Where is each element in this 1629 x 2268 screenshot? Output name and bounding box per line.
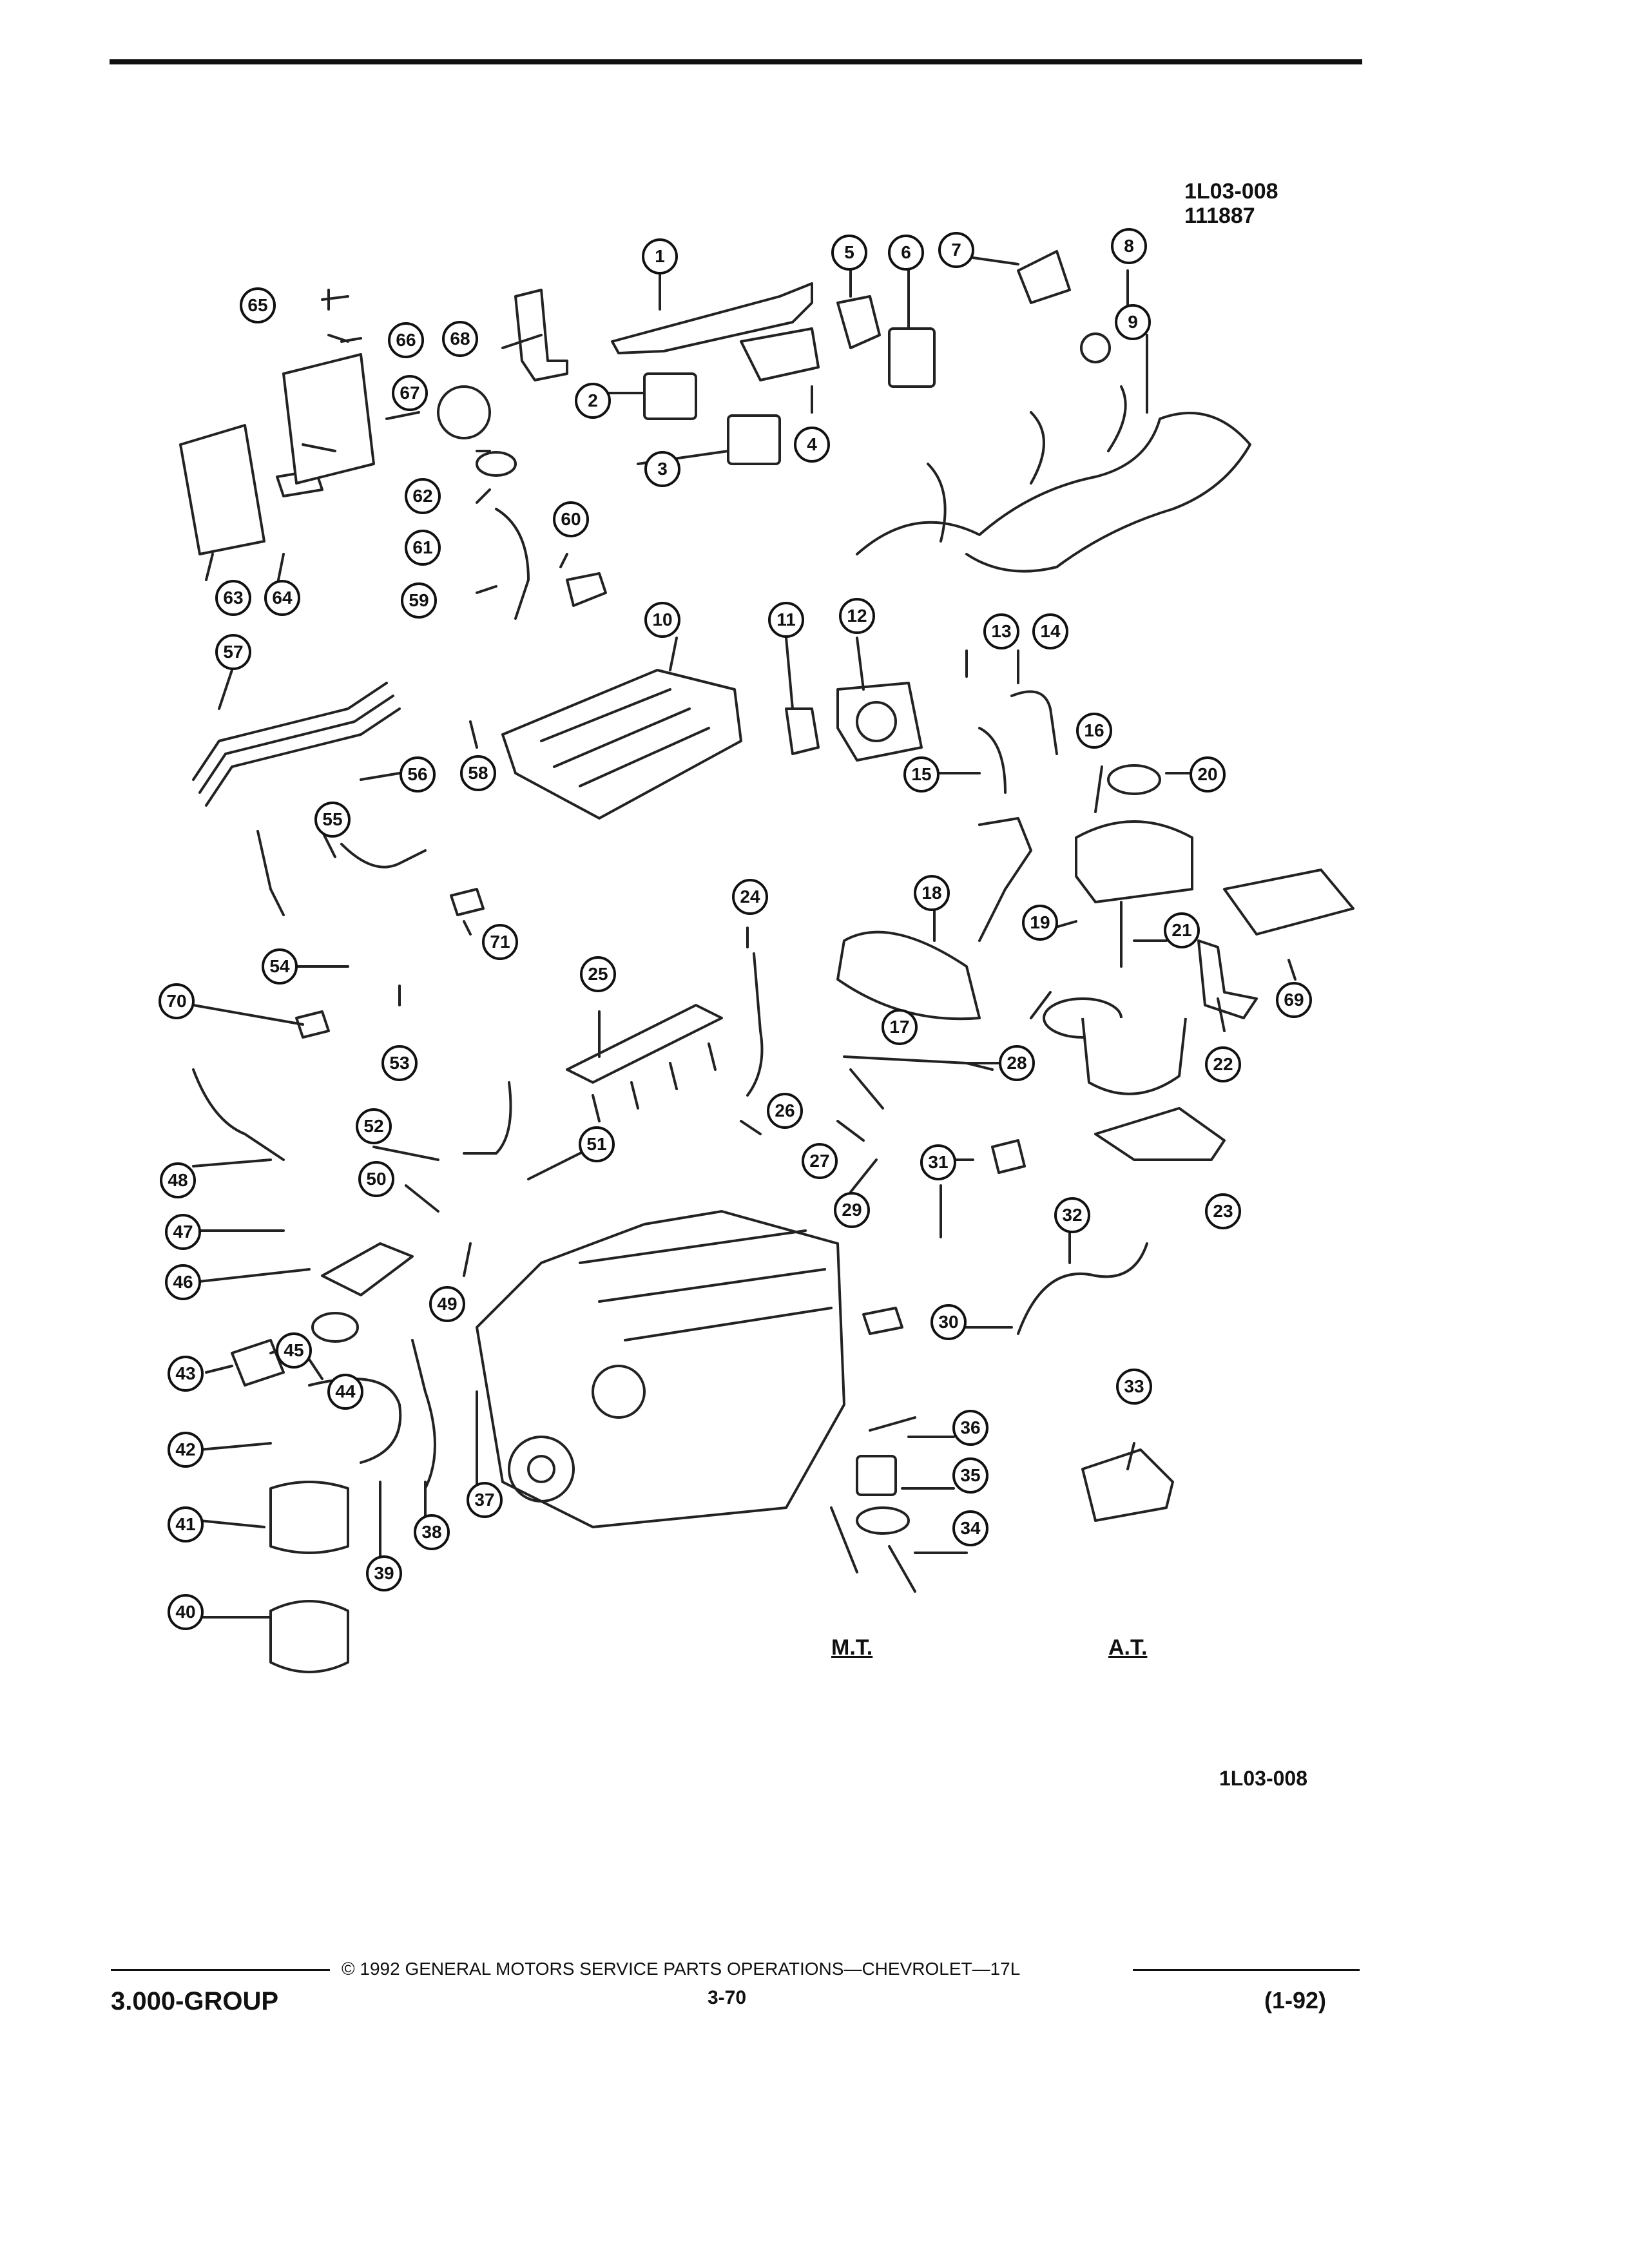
callout-63: 63 bbox=[215, 580, 251, 616]
callout-52: 52 bbox=[356, 1108, 392, 1144]
callout-37: 37 bbox=[467, 1482, 503, 1518]
callout-4: 4 bbox=[794, 427, 830, 463]
callout-24: 24 bbox=[732, 879, 768, 915]
callout-39: 39 bbox=[366, 1555, 402, 1591]
callout-46: 46 bbox=[165, 1264, 201, 1300]
callout-49: 49 bbox=[429, 1286, 465, 1322]
callout-21: 21 bbox=[1164, 912, 1200, 948]
footer-rule-right bbox=[1133, 1969, 1360, 1971]
variant-label-mt: M.T. bbox=[831, 1635, 873, 1660]
variant-label-at: A.T. bbox=[1108, 1635, 1148, 1660]
callout-26: 26 bbox=[767, 1093, 803, 1129]
callout-51: 51 bbox=[579, 1126, 615, 1162]
figure-code-bottom: 1L03-008 bbox=[1219, 1767, 1307, 1790]
footer-revision: (1-92) bbox=[1264, 1987, 1327, 2013]
callout-55: 55 bbox=[314, 802, 351, 838]
callout-12: 12 bbox=[839, 598, 875, 634]
figure-code: 1L03-008 bbox=[1184, 179, 1278, 204]
callout-15: 15 bbox=[903, 756, 940, 793]
callout-16: 16 bbox=[1076, 713, 1112, 749]
callout-22: 22 bbox=[1205, 1046, 1241, 1082]
callout-47: 47 bbox=[165, 1214, 201, 1250]
callout-64: 64 bbox=[264, 580, 300, 616]
callout-57: 57 bbox=[215, 634, 251, 670]
callout-5: 5 bbox=[831, 235, 867, 271]
callout-1: 1 bbox=[642, 238, 678, 274]
callout-7: 7 bbox=[938, 232, 974, 268]
callout-3: 3 bbox=[644, 451, 680, 487]
footer-copyright: © 1992 GENERAL MOTORS SERVICE PARTS OPER… bbox=[342, 1959, 1021, 1979]
callout-65: 65 bbox=[240, 287, 276, 323]
callout-56: 56 bbox=[400, 756, 436, 793]
footer-rule-left bbox=[111, 1969, 330, 1971]
figure-date: 111887 bbox=[1184, 204, 1255, 228]
footer-page-number: 3-70 bbox=[708, 1987, 747, 2008]
callout-59: 59 bbox=[401, 582, 437, 619]
callout-14: 14 bbox=[1032, 613, 1068, 649]
callout-54: 54 bbox=[262, 948, 298, 985]
callout-40: 40 bbox=[168, 1594, 204, 1630]
callout-11: 11 bbox=[768, 602, 804, 638]
footer-group: 3.000-GROUP bbox=[111, 1987, 279, 2015]
callout-41: 41 bbox=[168, 1506, 204, 1542]
callout-23: 23 bbox=[1205, 1193, 1241, 1229]
callout-30: 30 bbox=[930, 1304, 967, 1340]
callout-58: 58 bbox=[460, 755, 496, 791]
callout-28: 28 bbox=[999, 1045, 1035, 1081]
callout-36: 36 bbox=[952, 1410, 988, 1446]
callout-70: 70 bbox=[159, 983, 195, 1019]
callout-66: 66 bbox=[388, 322, 424, 358]
callout-71: 71 bbox=[482, 924, 518, 960]
callout-60: 60 bbox=[553, 501, 589, 537]
callout-8: 8 bbox=[1111, 228, 1147, 264]
callout-32: 32 bbox=[1054, 1197, 1090, 1233]
callout-69: 69 bbox=[1276, 982, 1312, 1018]
callout-38: 38 bbox=[414, 1514, 450, 1550]
callout-20: 20 bbox=[1190, 756, 1226, 793]
callout-2: 2 bbox=[575, 383, 611, 419]
callout-67: 67 bbox=[392, 375, 428, 411]
callout-25: 25 bbox=[580, 956, 616, 992]
callout-10: 10 bbox=[644, 602, 680, 638]
callout-31: 31 bbox=[920, 1144, 956, 1180]
top-rule bbox=[110, 59, 1362, 64]
callout-45: 45 bbox=[276, 1332, 312, 1369]
callout-50: 50 bbox=[358, 1161, 394, 1197]
callout-29: 29 bbox=[834, 1192, 870, 1228]
callout-34: 34 bbox=[952, 1510, 988, 1546]
callout-35: 35 bbox=[952, 1457, 988, 1494]
callout-17: 17 bbox=[882, 1009, 918, 1045]
callout-13: 13 bbox=[983, 613, 1019, 649]
callout-61: 61 bbox=[405, 530, 441, 566]
callout-48: 48 bbox=[160, 1162, 196, 1198]
callout-6: 6 bbox=[888, 235, 924, 271]
callout-44: 44 bbox=[327, 1374, 363, 1410]
callout-62: 62 bbox=[405, 478, 441, 514]
callout-27: 27 bbox=[802, 1143, 838, 1179]
callout-18: 18 bbox=[914, 875, 950, 911]
callout-42: 42 bbox=[168, 1432, 204, 1468]
callout-53: 53 bbox=[381, 1045, 418, 1081]
callout-9: 9 bbox=[1115, 304, 1151, 340]
callout-19: 19 bbox=[1022, 905, 1058, 941]
callout-43: 43 bbox=[168, 1356, 204, 1392]
callout-68: 68 bbox=[442, 321, 478, 357]
callout-33: 33 bbox=[1116, 1369, 1152, 1405]
